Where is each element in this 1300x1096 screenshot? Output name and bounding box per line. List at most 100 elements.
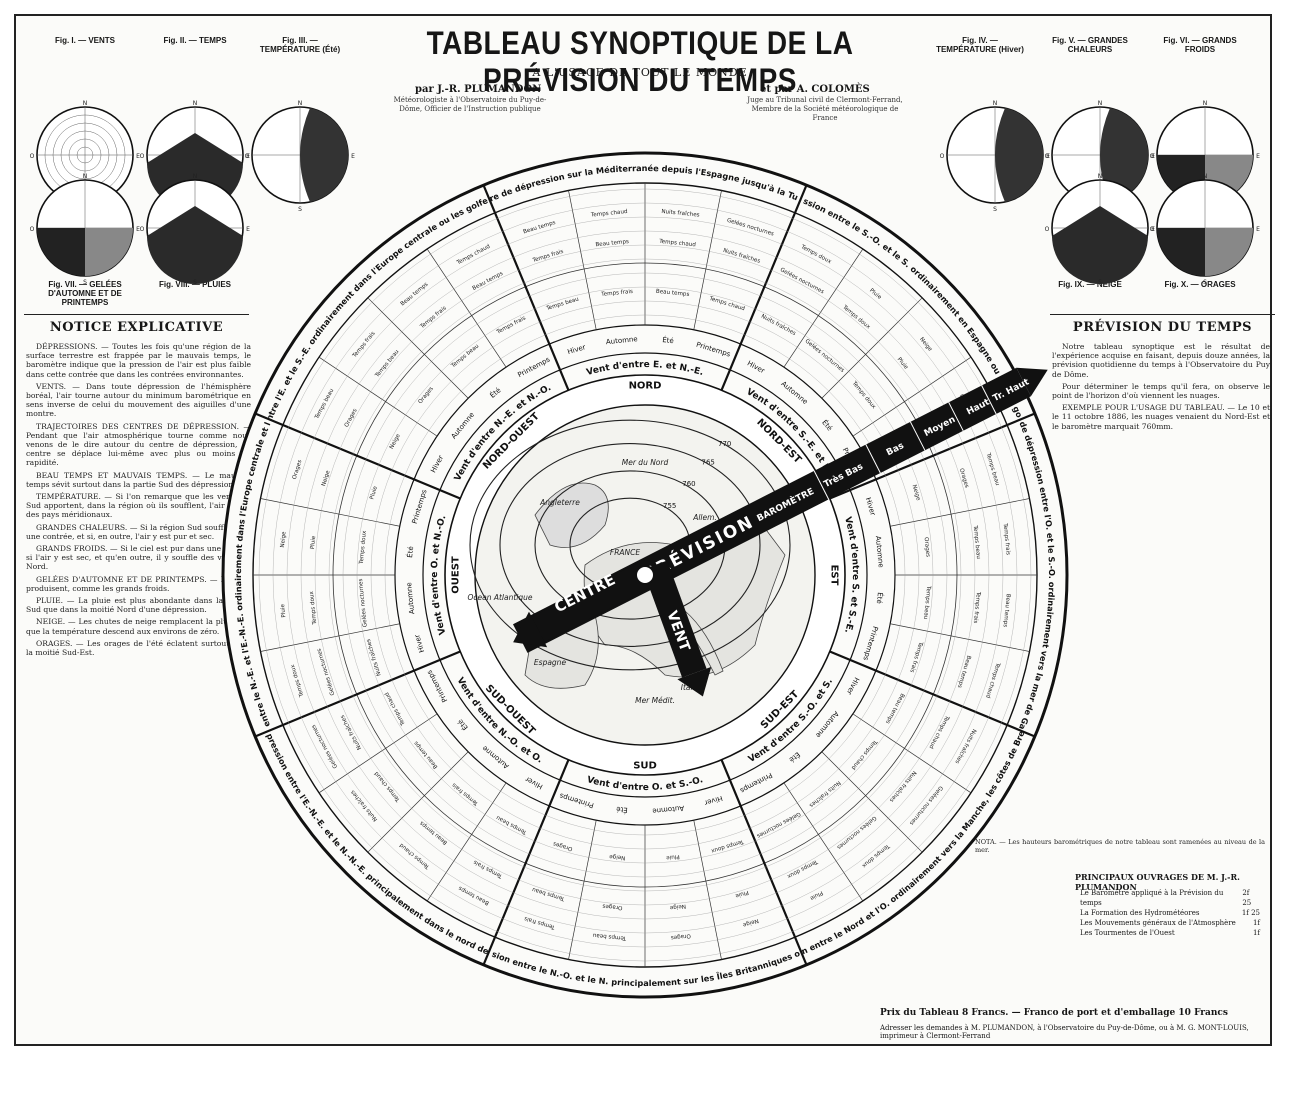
wheel-cell-text: Temps doux <box>309 590 318 626</box>
works-item-price: 1f 25 <box>1241 909 1260 917</box>
isobar-line <box>499 443 761 647</box>
svg-text:E: E <box>351 153 355 160</box>
notice-text: DÉPRESSIONS. — Toutes les fois qu'une ré… <box>26 342 251 942</box>
svg-text:E: E <box>1046 153 1050 160</box>
svg-text:O: O <box>30 226 35 233</box>
fig-caption-10: Fig. X. — ORAGES <box>1164 280 1236 289</box>
wheel-cell-text: Orages <box>958 468 970 489</box>
wheel-cell-text: Temps frais <box>1002 522 1011 555</box>
wheel-cell-text: Gelées nocturnes <box>357 578 369 627</box>
season-label: Été <box>616 805 628 815</box>
svg-text:N: N <box>83 173 88 180</box>
map-place-label: Ocean Atlantique <box>467 593 532 602</box>
works-item-price: 2f 25 <box>1242 889 1252 907</box>
notice-paragraph: VENTS. — Dans toute dépression de l'hémi… <box>26 381 251 419</box>
map-place-label: Espagne <box>534 658 567 667</box>
fig-caption-5: Fig. V. — GRANDES CHALEURS <box>1052 36 1128 54</box>
fig-caption-7: Fig. VII. — GELÉES D'AUTOMNE ET DE PRINT… <box>48 280 122 307</box>
isobar-label: 760 <box>682 480 695 488</box>
wheel-cell-text: Temps frais <box>600 289 633 298</box>
works-heading: PRINCIPAUX OUVRAGES DE M. J.-R. PLUMANDO… <box>1075 872 1240 892</box>
wheel-cell-text: Orages <box>923 537 931 558</box>
poster-title: TABLEAU SYNOPTIQUE DE LA PRÉVISION DU TE… <box>426 25 854 98</box>
centre-needle[interactable]: CENTRE <box>504 557 654 660</box>
wheel-cell-text: Temps chaud <box>658 239 697 249</box>
poster-subtitle: A L'USAGE DE TOUT LE MONDE <box>532 66 748 79</box>
svg-text:E: E <box>136 153 140 160</box>
prevision-paragraph: Pour déterminer le temps qu'il fera, on … <box>1052 381 1270 401</box>
fig-caption-9: Fig. IX. — NEIGE <box>1058 280 1122 289</box>
svg-text:O: O <box>1150 153 1155 160</box>
svg-text:S: S <box>1203 279 1207 286</box>
price-line: Prix du Tableau 8 Francs. — Franco de po… <box>880 1008 1228 1018</box>
prevision-heading: PRÉVISION DU TEMPS <box>1072 320 1253 335</box>
works-item: Le Baromètre appliqué à la Prévision du … <box>1080 888 1260 908</box>
svg-text:E: E <box>246 153 250 160</box>
svg-text:O: O <box>940 153 945 160</box>
svg-text:E: E <box>1151 153 1155 160</box>
svg-text:E: E <box>1256 226 1260 233</box>
svg-text:E: E <box>246 226 250 233</box>
map-place-label: FRANCE <box>610 548 641 557</box>
wheel-cell-text: Orages <box>292 459 304 480</box>
fig-caption-6: Fig. VI. — GRANDS FROIDS <box>1163 36 1237 54</box>
wheel-cell-text: Orages <box>670 932 691 940</box>
works-list: Le Baromètre appliqué à la Prévision du … <box>1080 888 1260 938</box>
notice-paragraph: GRANDS FROIDS. — Si le ciel est pur dans… <box>26 544 251 572</box>
compass-direction-label: NORD <box>629 381 662 392</box>
svg-text:O: O <box>1045 226 1050 233</box>
left-column-rule <box>24 314 249 315</box>
season-label: Automne <box>652 804 684 815</box>
wheel-cell-text: Nuits fraîches <box>661 208 700 219</box>
svg-text:S: S <box>1098 279 1102 286</box>
svg-text:E: E <box>1151 226 1155 233</box>
season-label: Automne <box>405 582 416 614</box>
svg-text:E: E <box>136 226 140 233</box>
author-right-affiliation: Juge au Tribunal civil de Clermont-Ferra… <box>747 96 903 122</box>
svg-text:O: O <box>140 226 145 233</box>
season-label: Été <box>662 335 674 345</box>
wheel-cell-text: Neige <box>321 469 332 487</box>
address-line: Adresser les demandes à M. PLUMANDON, à … <box>880 1024 1249 1040</box>
wheel-cell-text: Neige <box>608 853 625 861</box>
isobar-label: 770 <box>718 440 731 448</box>
depression-centre-caption: Centre de dépression sur la Méditerranée… <box>0 0 800 203</box>
wheel-cell-text: Pluie <box>734 889 749 899</box>
wheel-cell-text: Temps chaud <box>590 209 629 219</box>
author-left: par J.-R. PLUMANDON <box>415 84 542 95</box>
wheel-cell-text: Pluie <box>808 889 823 901</box>
svg-text:S: S <box>993 206 997 213</box>
notice-paragraph: NEIGE. — Les chutes de neige remplacent … <box>26 617 251 636</box>
svg-text:S: S <box>193 279 197 286</box>
svg-text:N: N <box>193 173 198 180</box>
map-place-label: Mer du Nord <box>622 458 669 467</box>
map-place-label: Allem. <box>692 513 717 522</box>
notice-paragraph: ORAGES. — Les orages de l'été éclatent s… <box>26 638 251 658</box>
wheel-cell-text: Orages <box>552 840 573 852</box>
vent-needle[interactable]: VENT <box>638 559 720 703</box>
isobar-label: 755 <box>663 502 676 510</box>
wheel-cell-text: Temps doux <box>359 530 368 566</box>
wheel-cell-text: Neige <box>741 917 759 928</box>
wheel-cell-text: Temps beau <box>592 932 627 941</box>
fig-caption-3: Fig. III. — TEMPÉRATURE (Été) <box>259 36 341 54</box>
works-item-title: Le Baromètre appliqué à la Prévision du … <box>1080 889 1224 907</box>
isobar-label: 765 <box>702 458 715 466</box>
season-label: Été <box>875 592 885 604</box>
wheel-cell-text: Temps frais <box>972 590 981 623</box>
fig-caption-4: Fig. IV. — TEMPÉRATURE (Hiver) <box>936 36 1024 54</box>
svg-text:N: N <box>1203 173 1208 180</box>
svg-text:N: N <box>1203 100 1208 107</box>
needle-pivot <box>635 565 655 585</box>
fig-caption-2: Fig. II. — TEMPS <box>163 36 227 45</box>
